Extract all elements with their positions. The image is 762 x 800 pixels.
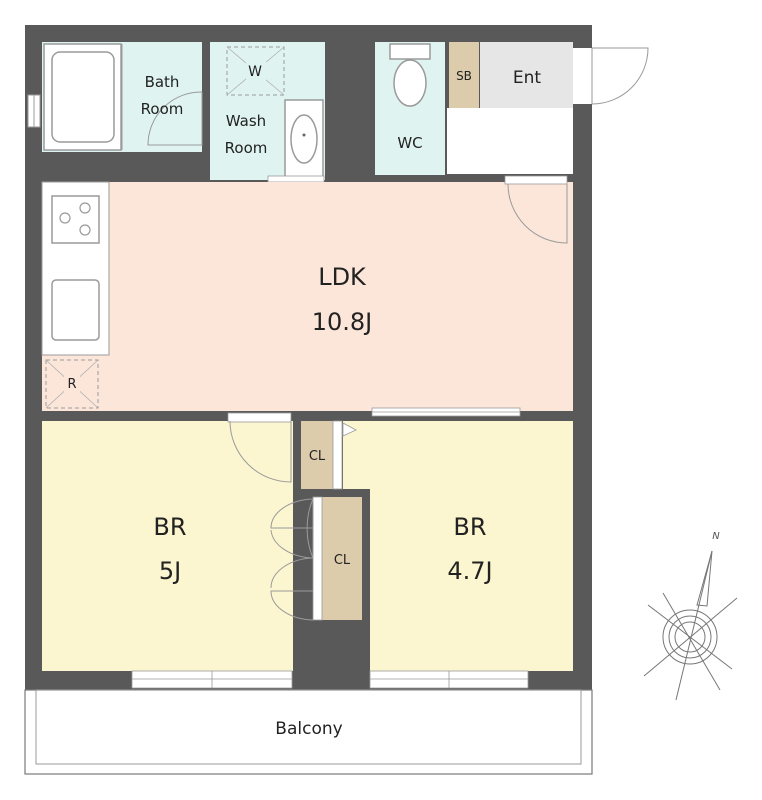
wash-room-label-line2: Room: [225, 139, 268, 157]
entrance-label: Ent: [513, 68, 542, 88]
shoe-box-label: SB: [456, 69, 472, 83]
basin-drain: [302, 133, 306, 137]
closet-upper-door: [332, 420, 343, 490]
wc-label: WC: [397, 134, 422, 152]
closet-upper[interactable]: [301, 421, 333, 489]
ldk-size: 10.8J: [312, 308, 373, 336]
closet-upper-door-mark: [342, 422, 357, 437]
front-door-swing[interactable]: [591, 47, 649, 105]
br-left-label: BR: [153, 513, 186, 541]
closet-lower-door-swing-mid-arc2: [270, 529, 314, 559]
ldk-label: LDK: [318, 263, 367, 291]
bath-door-swing[interactable]: [147, 91, 203, 146]
toilet-tank-icon: [389, 43, 431, 60]
bath-room-label-line2: Room: [141, 100, 184, 118]
stove-icon: [51, 195, 100, 244]
closet-lower[interactable]: [322, 497, 362, 620]
front-door-opening[interactable]: [573, 48, 592, 104]
balcony-inner: [35, 689, 582, 765]
bathtub-inner-icon: [51, 51, 115, 143]
wash-room-label-line1: Wash: [226, 112, 266, 130]
br-left-door-opening[interactable]: [227, 412, 292, 423]
washer-label-bg: [246, 61, 266, 81]
br-right-size: 4.7J: [447, 557, 492, 585]
burner-1: [59, 212, 71, 224]
washer-space: [226, 46, 285, 96]
br-left-door-swing[interactable]: [229, 420, 292, 483]
closet-lower-door: [312, 496, 323, 621]
shoe-box[interactable]: [449, 42, 479, 108]
br-right-label: BR: [453, 513, 486, 541]
br-left-size: 5J: [159, 557, 181, 585]
closet-upper-label: CL: [309, 449, 326, 464]
fridge-space: [45, 359, 99, 409]
entrance-area[interactable]: [480, 42, 573, 108]
fridge-label-bg: [64, 374, 80, 392]
burner-3: [79, 224, 91, 236]
compass-rose-icon: [643, 550, 738, 701]
closet-lower-door-swing-top-arc: [270, 498, 314, 529]
sink-icon: [51, 279, 100, 341]
closet-lower-label: CL: [334, 553, 351, 568]
bedroom-right[interactable]: [370, 421, 573, 671]
wash-room-doorway[interactable]: [267, 175, 325, 183]
bedroom-left[interactable]: [42, 421, 293, 671]
basin-bowl-icon: [290, 114, 318, 164]
balcony[interactable]: [24, 689, 593, 775]
closet-lower-door-swing-mid-arc: [270, 557, 314, 589]
ldk-room[interactable]: [42, 182, 573, 411]
washer-label: W: [248, 64, 262, 80]
closet-lower-door-swing-bottom-arc: [270, 590, 314, 621]
toilet-bowl-icon: [393, 59, 427, 107]
closet-lower-door-swing-top[interactable]: [306, 498, 314, 559]
balcony-label: Balcony: [275, 719, 342, 739]
bath-room-label-line1: Bath: [145, 73, 180, 91]
ldk-door-swing[interactable]: [507, 183, 568, 244]
burner-2: [79, 202, 91, 214]
ldk-door-opening[interactable]: [504, 175, 568, 185]
compass-north-label: N: [712, 531, 720, 542]
fridge-label: R: [67, 377, 76, 392]
entrance-hall: [447, 108, 573, 174]
